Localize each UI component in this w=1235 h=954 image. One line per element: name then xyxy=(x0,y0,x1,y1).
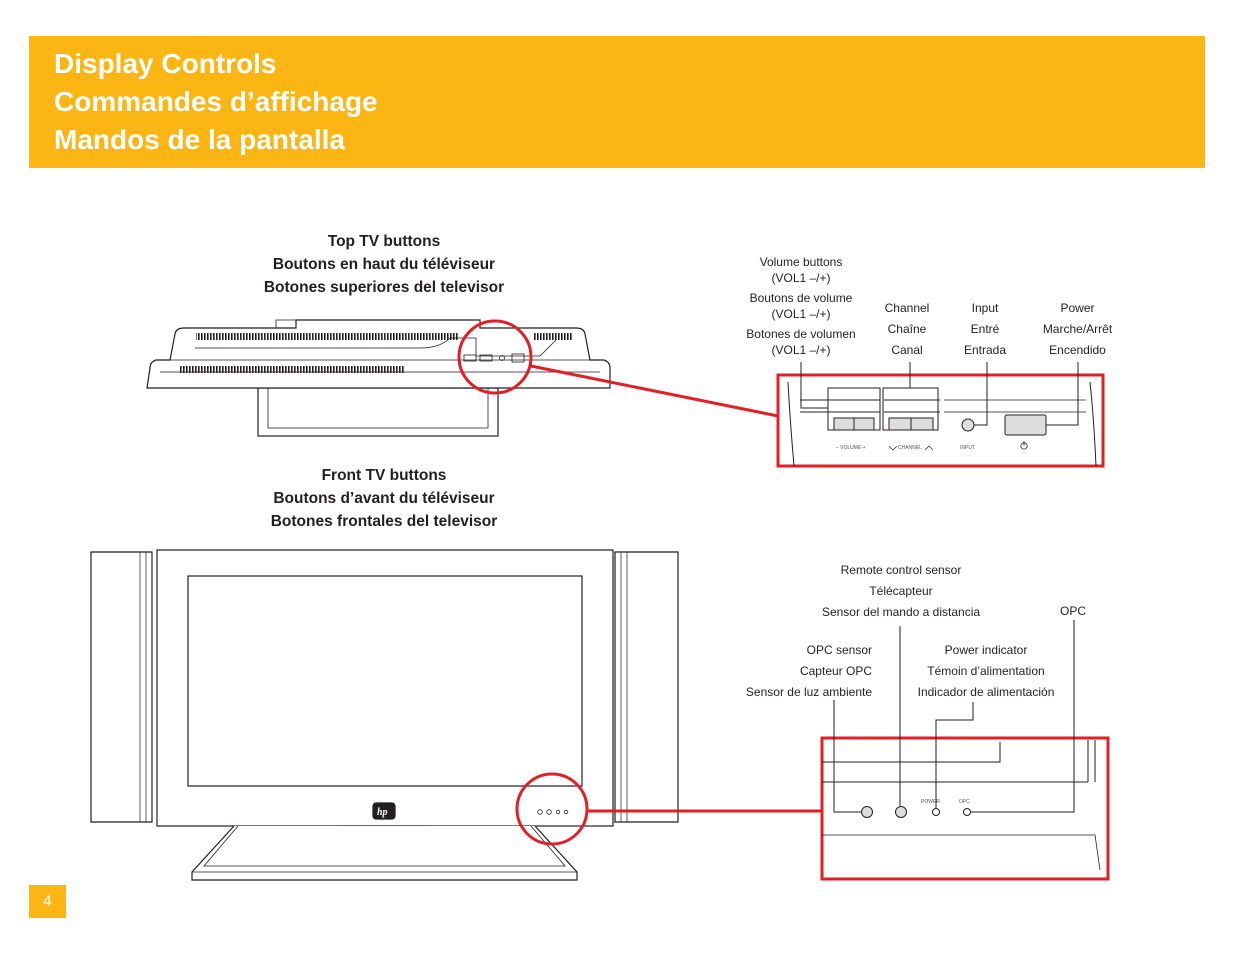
front-callout xyxy=(515,736,1110,881)
page-number: 4 xyxy=(29,885,66,918)
panel-opc-label: OPC xyxy=(959,799,970,805)
channel-fr: Chaîne xyxy=(887,322,927,336)
remote-sensor-es: Sensor del mando a distancia xyxy=(821,605,981,619)
remote-sensor-label: Remote control sensor Télécapteur Sensor… xyxy=(806,562,996,625)
volume-en-1: Volume buttons xyxy=(759,255,843,269)
panel-power-label: POWER xyxy=(921,799,940,805)
panel-input-label: INPUT xyxy=(960,445,975,451)
hp-logo: hp xyxy=(377,807,388,818)
power-indicator-label: Power indicator Témoin d’alimentation In… xyxy=(900,642,1072,705)
opc-sensor-en: OPC sensor xyxy=(806,643,872,657)
input-label: Input Entré Entrada xyxy=(950,300,1020,363)
front-buttons-title: Front TV buttons Boutons d’avant du télé… xyxy=(234,464,534,533)
power-es: Encendido xyxy=(1049,343,1106,357)
volume-es-1: Botones de volumen xyxy=(746,327,856,341)
volume-fr-2: (VOL1 –/+) xyxy=(771,307,831,321)
front-title-en: Front TV buttons xyxy=(321,467,447,484)
title-fr: Commandes d’affichage xyxy=(54,86,378,117)
top-callout xyxy=(457,319,1105,468)
power-label: Power Marche/Arrêt Encendido xyxy=(1030,300,1125,363)
tv-top-view xyxy=(146,319,611,437)
input-fr: Entré xyxy=(970,322,1000,336)
power-fr: Marche/Arrêt xyxy=(1042,322,1113,336)
panel-channel-label: CHANNEL xyxy=(898,445,922,451)
opc-label: OPC xyxy=(1059,604,1086,618)
volume-es-2: (VOL1 –/+) xyxy=(771,343,831,357)
front-panel-detail xyxy=(822,620,1101,871)
channel-label: Channel Chaîne Canal xyxy=(867,300,947,363)
opc-sensor-fr: Capteur OPC xyxy=(799,664,872,678)
tv-front-view xyxy=(90,549,679,881)
power-indicator-fr: Témoin d’alimentation xyxy=(927,664,1045,678)
header-banner: Display Controls Commandes d’affichage M… xyxy=(29,36,1205,168)
top-title-es: Botones superiores del televisor xyxy=(263,279,505,296)
opc-sensor-label: OPC sensor Capteur OPC Sensor de luz amb… xyxy=(722,642,872,705)
top-title-en: Top TV buttons xyxy=(327,233,441,250)
remote-sensor-en: Remote control sensor xyxy=(840,563,962,577)
top-buttons-title: Top TV buttons Boutons en haut du télévi… xyxy=(234,230,534,299)
front-title-fr: Boutons d’avant du téléviseur xyxy=(273,490,495,507)
volume-en-2: (VOL1 –/+) xyxy=(771,271,831,285)
input-en: Input xyxy=(971,301,999,315)
opc-sensor-es: Sensor de luz ambiente xyxy=(745,685,872,699)
volume-fr-1: Boutons de volume xyxy=(749,291,853,305)
title-en: Display Controls xyxy=(54,48,277,79)
power-indicator-en: Power indicator xyxy=(944,643,1028,657)
volume-buttons-label: Volume buttons (VOL1 –/+) Boutons de vol… xyxy=(736,254,866,358)
input-es: Entrada xyxy=(963,343,1007,357)
channel-en: Channel xyxy=(884,301,930,315)
remote-sensor-fr: Télécapteur xyxy=(869,584,933,598)
panel-volume-label: – VOLUME + xyxy=(836,445,866,451)
power-indicator-es: Indicador de alimentación xyxy=(917,685,1055,699)
top-panel-detail xyxy=(787,362,1097,467)
channel-es: Canal xyxy=(891,343,923,357)
front-title-es: Botones frontales del televisor xyxy=(270,513,498,530)
top-title-fr: Boutons en haut du téléviseur xyxy=(272,256,496,273)
power-en: Power xyxy=(1060,301,1095,315)
title-es: Mandos de la pantalla xyxy=(54,124,345,155)
